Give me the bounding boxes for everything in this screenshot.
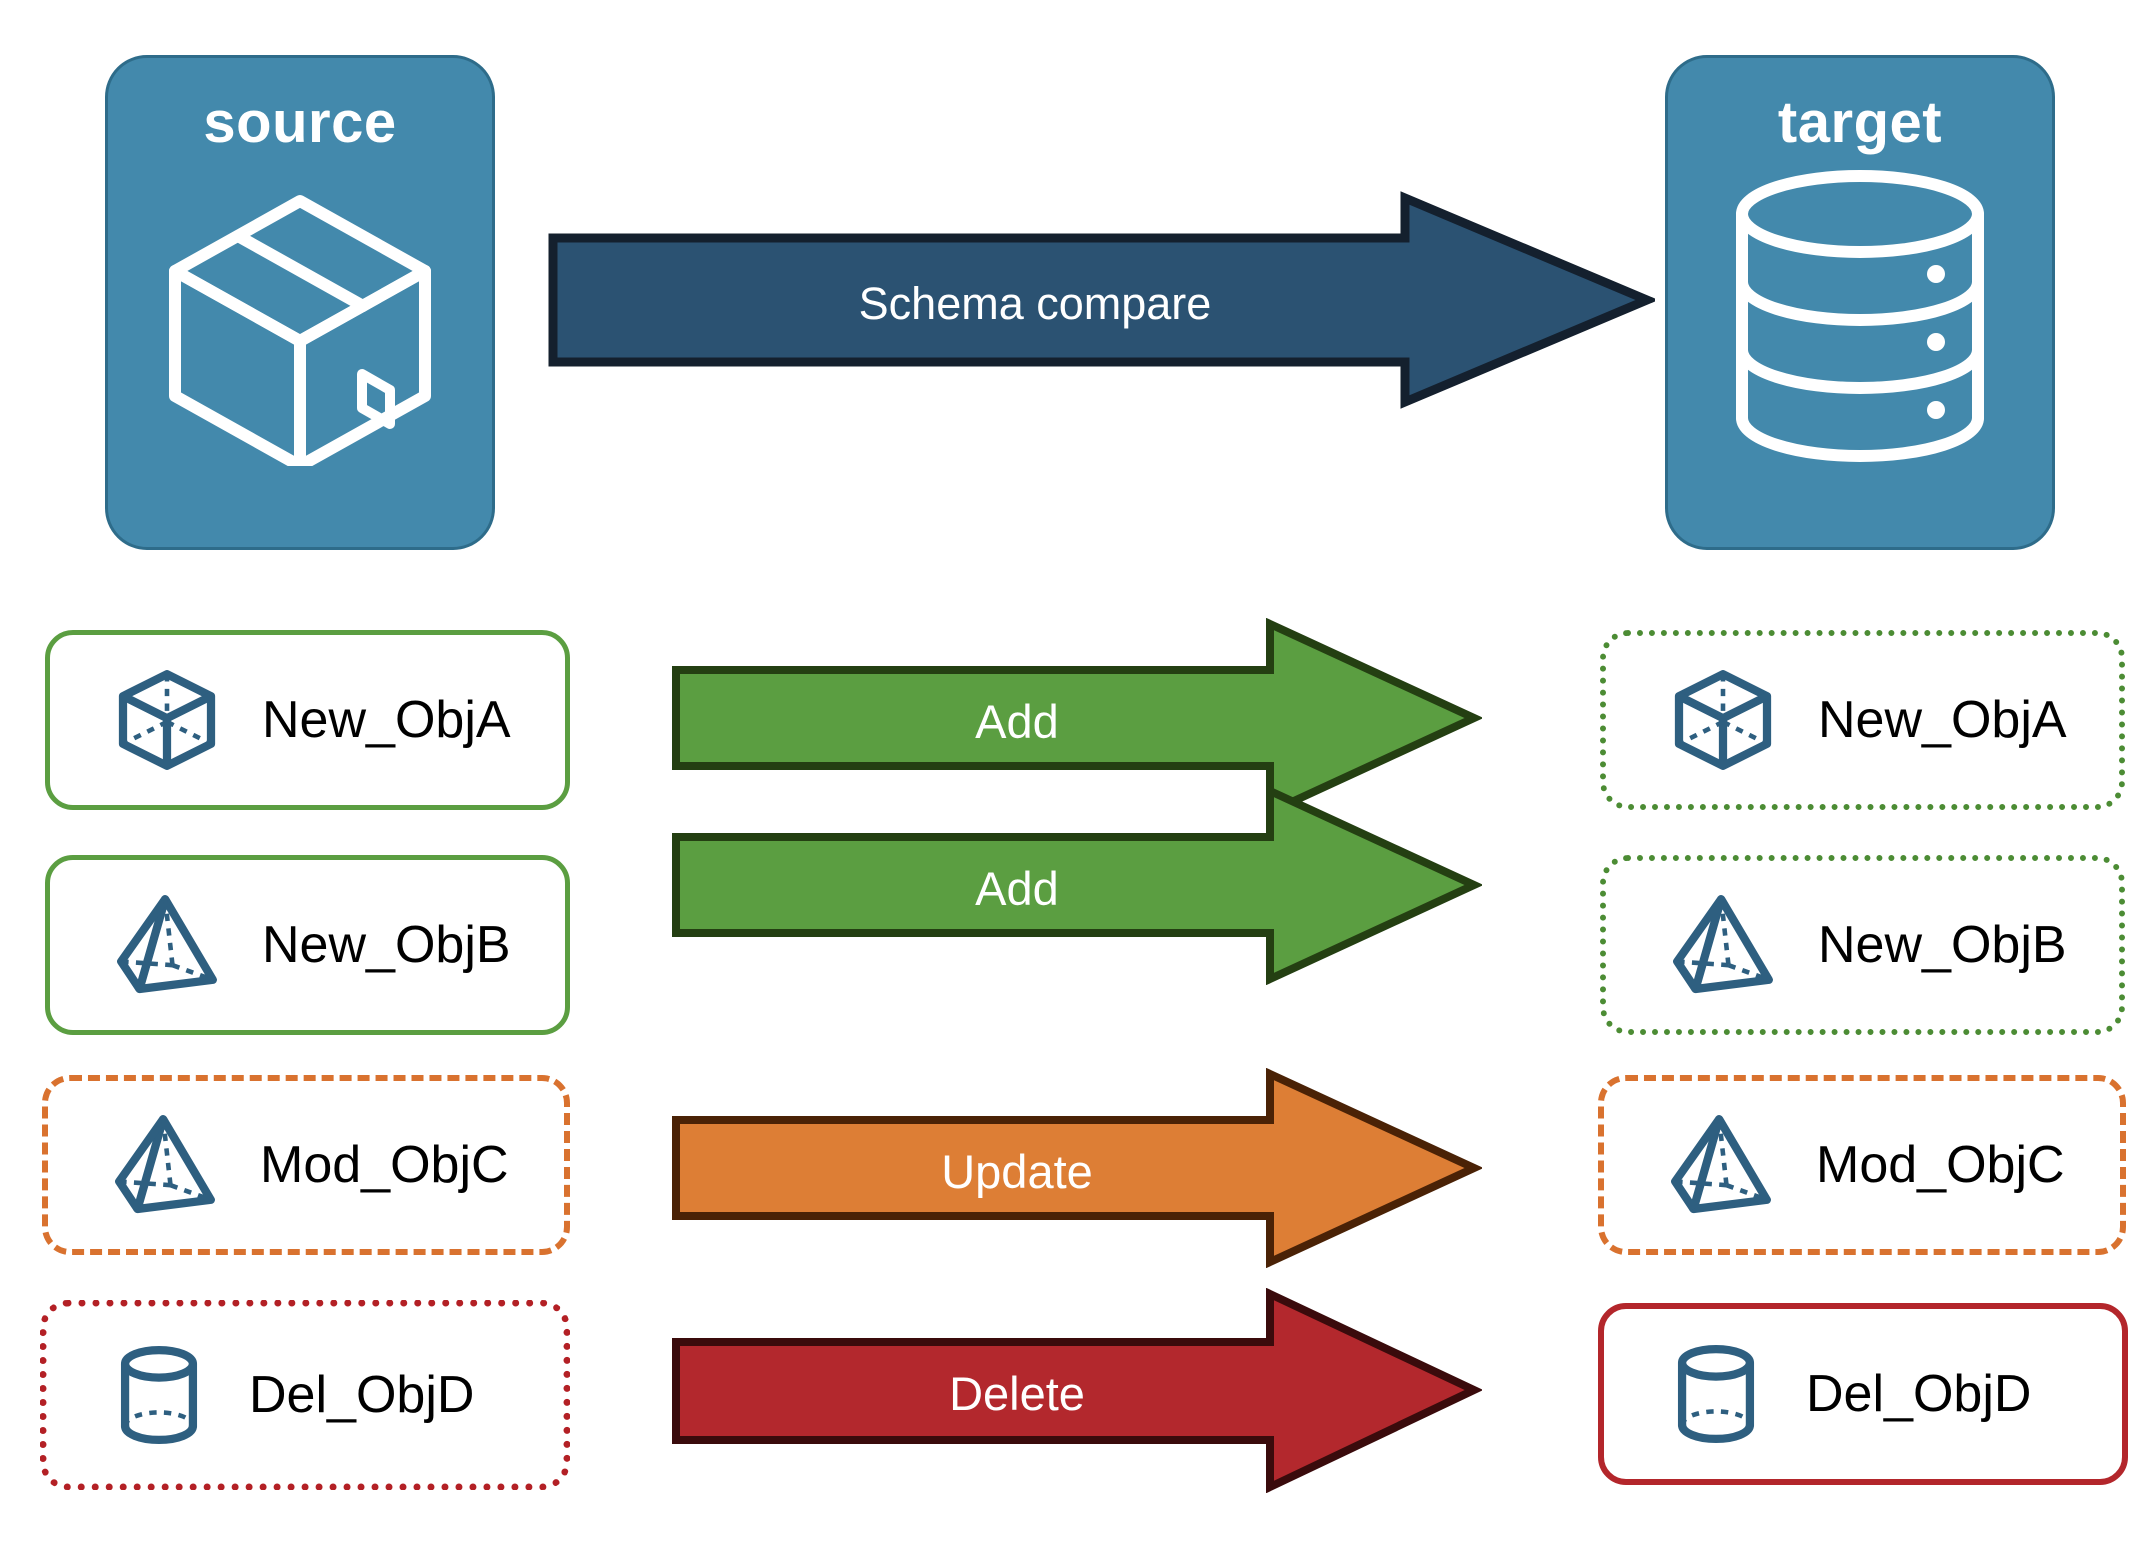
source-object-card-2[interactable]: Mod_ObjC <box>42 1075 570 1255</box>
schema-compare-arrow[interactable] <box>545 190 1659 410</box>
source-endpoint-card[interactable]: source <box>105 55 495 550</box>
schema-compare-label: Schema compare <box>858 278 1212 329</box>
source-object-card-1[interactable]: New_ObjB <box>45 855 570 1035</box>
box-3d-icon <box>150 166 450 472</box>
wireframe-cylinder-icon <box>1666 1339 1766 1449</box>
wireframe-pyramid-icon <box>1666 1110 1776 1220</box>
action-label-3: Delete <box>949 1367 1085 1420</box>
action-arrow-add-0[interactable] <box>672 617 1484 819</box>
action-label-0: Add <box>975 695 1059 748</box>
wireframe-cube-icon <box>112 665 222 775</box>
wireframe-pyramid-icon <box>112 890 222 1000</box>
target-title: target <box>1777 90 1943 155</box>
target-object-label-2: Mod_ObjC <box>1816 1136 2065 1194</box>
source-object-label-1: New_ObjB <box>262 916 511 974</box>
target-object-card-1[interactable]: New_ObjB <box>1600 855 2125 1035</box>
target-object-card-0[interactable]: New_ObjA <box>1600 630 2125 810</box>
source-object-card-3[interactable]: Del_ObjD <box>40 1300 570 1490</box>
wireframe-cylinder-icon <box>109 1340 209 1450</box>
source-title: source <box>203 90 397 155</box>
action-arrow-delete[interactable] <box>672 1287 1484 1494</box>
target-object-card-2[interactable]: Mod_ObjC <box>1598 1075 2126 1255</box>
target-object-label-3: Del_ObjD <box>1806 1365 2032 1423</box>
wireframe-pyramid-icon <box>1668 890 1778 1000</box>
wireframe-cube-icon <box>1668 665 1778 775</box>
action-label-1: Add <box>975 862 1059 915</box>
action-arrow-update[interactable] <box>672 1067 1484 1269</box>
target-object-card-3[interactable]: Del_ObjD <box>1598 1303 2128 1485</box>
target-object-label-0: New_ObjA <box>1818 691 2067 749</box>
action-label-2: Update <box>941 1145 1093 1198</box>
source-object-label-0: New_ObjA <box>262 691 511 749</box>
wireframe-pyramid-icon <box>110 1110 220 1220</box>
source-object-card-0[interactable]: New_ObjA <box>45 630 570 810</box>
action-arrow-add-1[interactable] <box>672 784 1484 986</box>
target-object-label-1: New_ObjB <box>1818 916 2067 974</box>
target-endpoint-card[interactable]: target <box>1665 55 2055 550</box>
source-object-label-2: Mod_ObjC <box>260 1136 509 1194</box>
database-cylinder-icon <box>1730 166 1990 471</box>
source-object-label-3: Del_ObjD <box>249 1366 475 1424</box>
